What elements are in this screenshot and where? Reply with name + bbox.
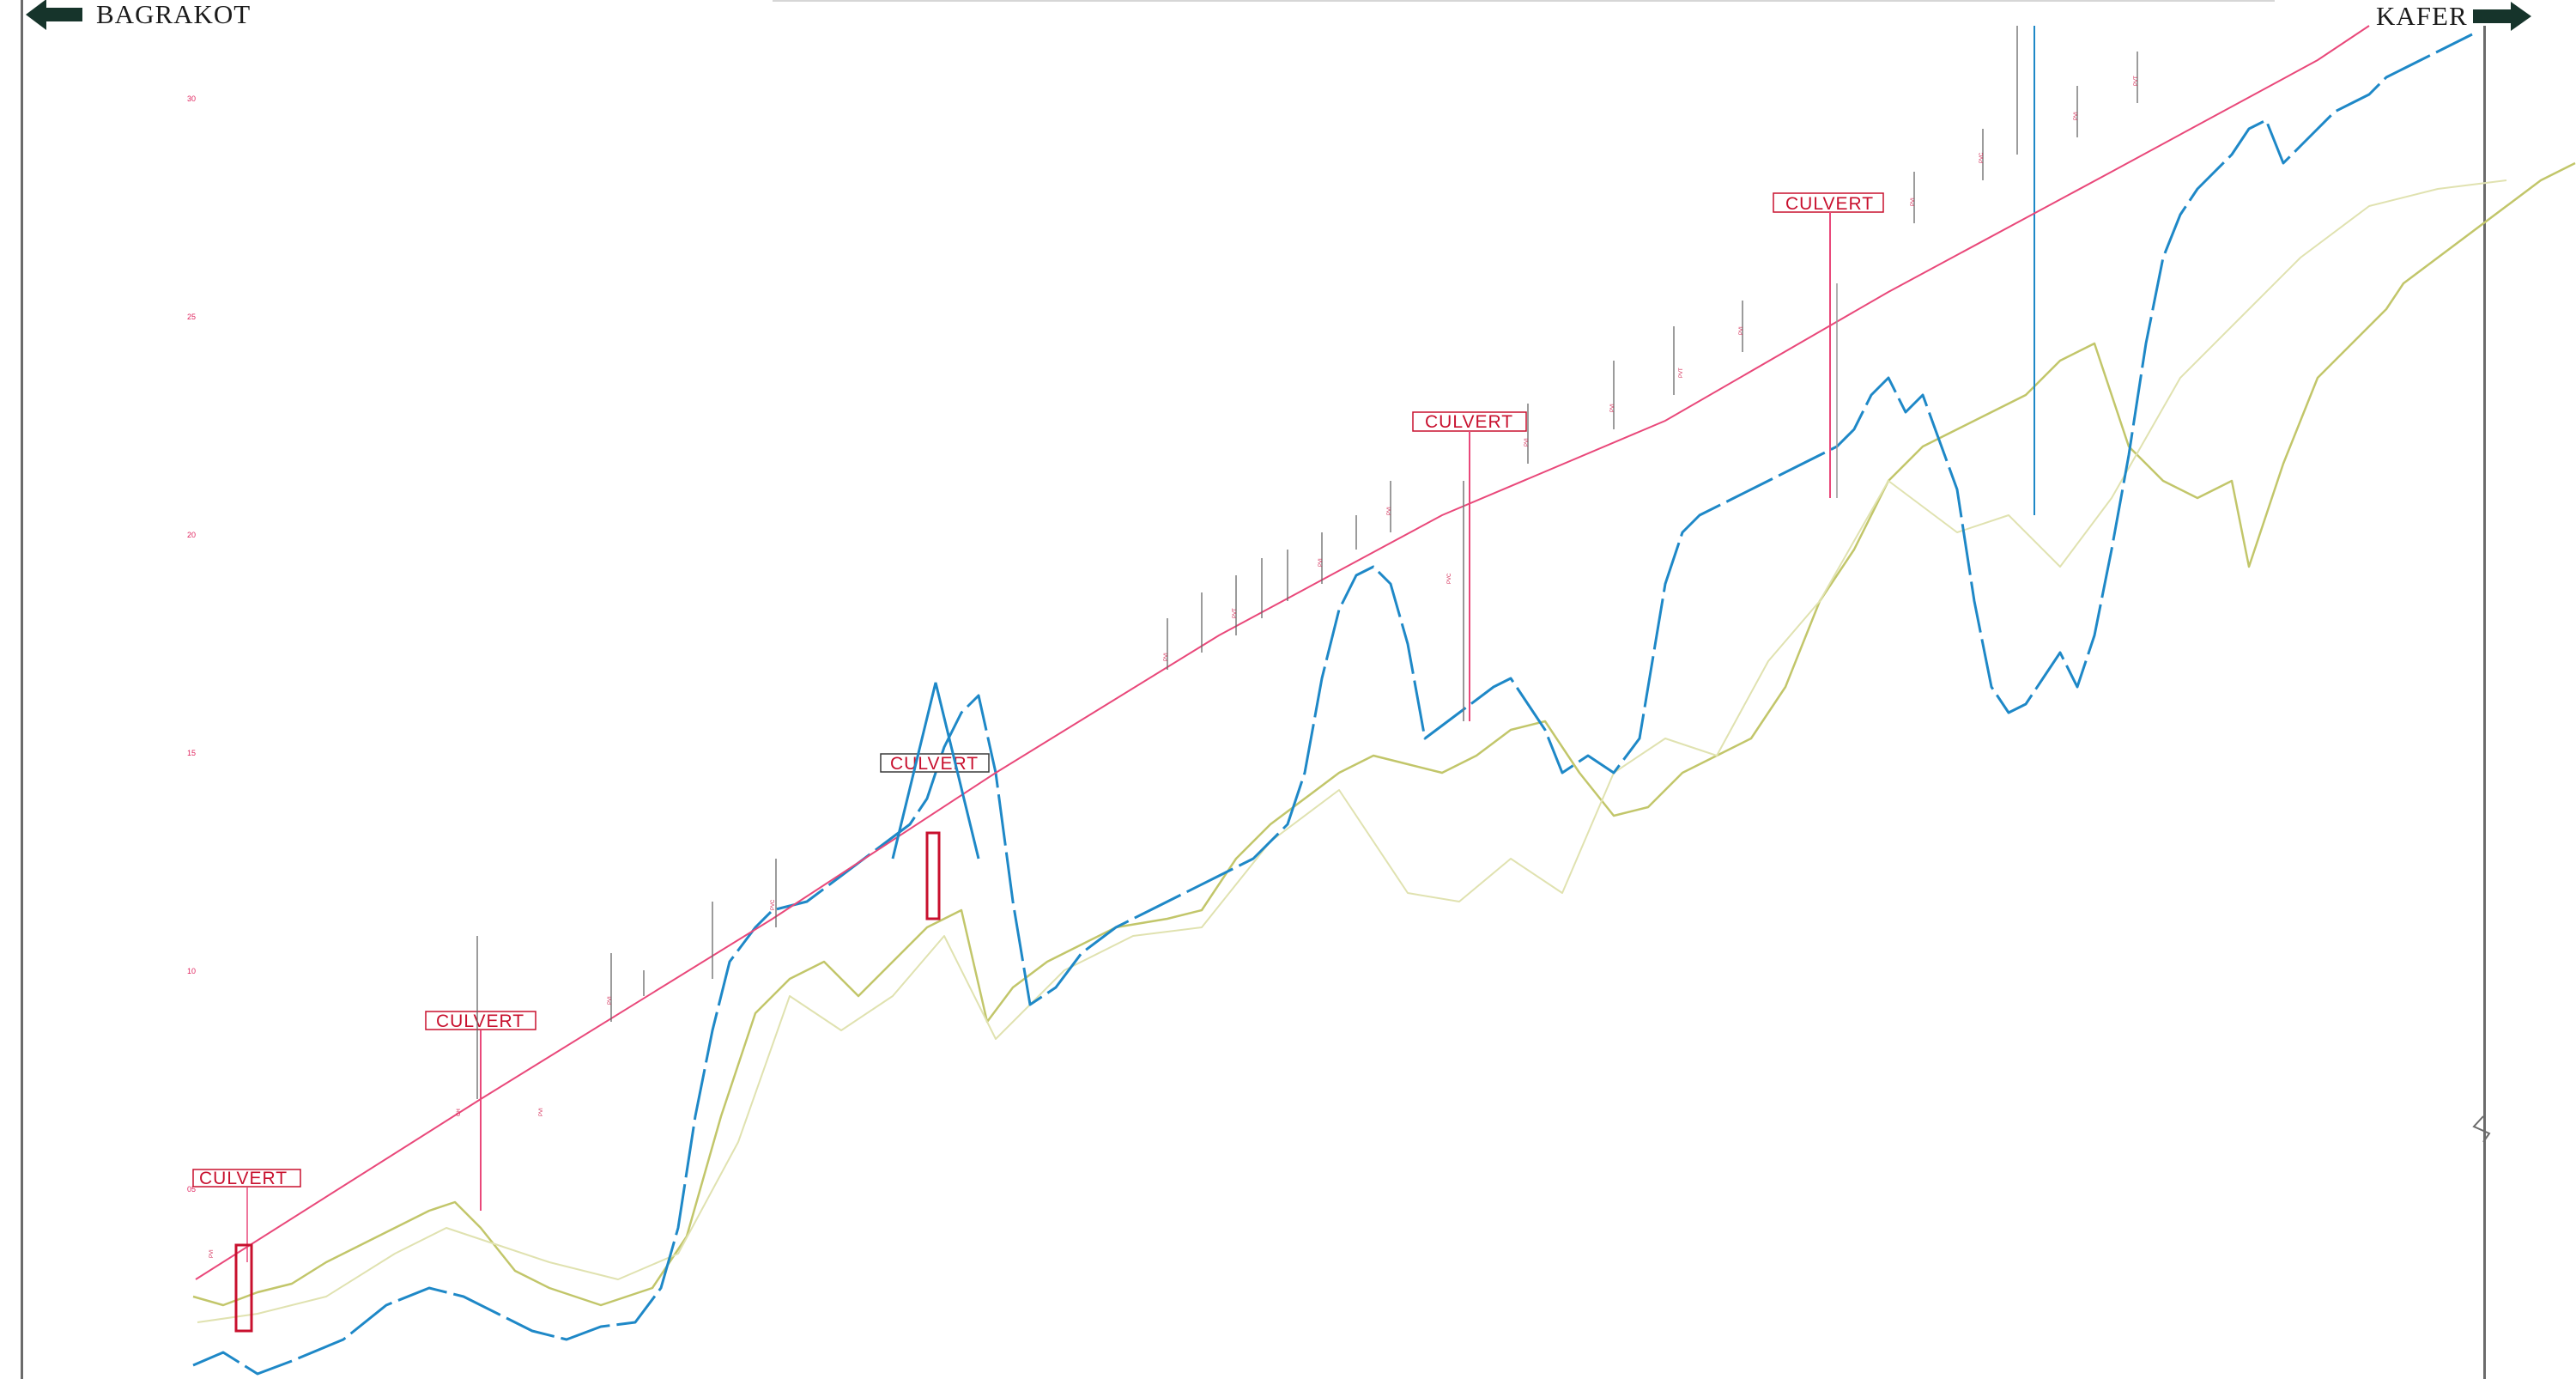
culvert-label: CULVERT bbox=[199, 1169, 288, 1188]
culvert-pipe bbox=[234, 1243, 253, 1333]
culvert-box bbox=[425, 1011, 536, 1030]
annotation-label: PVC bbox=[1979, 152, 1985, 163]
culvert-2: CULVERT bbox=[425, 1011, 536, 1211]
direction-bagrakot: BAGRAKOT bbox=[26, 0, 252, 30]
station-annotations: PVI CH PVI PVI PVC PVI PVT PVI PVI PVC P… bbox=[209, 76, 2139, 1258]
ground-profile-olive bbox=[192, 161, 2576, 1307]
culvert-pipe bbox=[925, 831, 941, 920]
elevation-tick: 15 bbox=[187, 749, 196, 757]
culvert-label: CULVERT bbox=[1785, 194, 1874, 214]
ground-profile-olive-faint bbox=[197, 179, 2507, 1323]
border-notch bbox=[2472, 1115, 2491, 1143]
annotation-label: PVI bbox=[209, 1249, 215, 1258]
sheet-border-left bbox=[21, 0, 23, 1379]
annotation-label: PVI bbox=[1524, 438, 1530, 447]
culvert-label: CULVERT bbox=[436, 1011, 524, 1031]
annotation-label: PVI bbox=[1387, 507, 1392, 515]
annotation-label: PVI bbox=[1911, 197, 1916, 206]
annotation-label: PVI bbox=[608, 996, 613, 1005]
direction-left-label: BAGRAKOT bbox=[96, 0, 252, 29]
culvert-label: CULVERT bbox=[890, 754, 979, 774]
annotation-label: PVI bbox=[1739, 326, 1744, 335]
sheet-border-top bbox=[773, 0, 2275, 2]
culvert-box bbox=[192, 1169, 301, 1188]
ground-profile-blue bbox=[192, 33, 2473, 1376]
sheet-border-right bbox=[2483, 26, 2486, 1379]
direction-right-label: KAFER bbox=[2376, 1, 2468, 31]
elevation-tick: 25 bbox=[187, 313, 196, 321]
elevation-tick: 05 bbox=[187, 1185, 196, 1194]
elevation-tick: 20 bbox=[187, 531, 196, 539]
annotation-label: PVT bbox=[1679, 368, 1684, 378]
grade-line bbox=[195, 25, 2370, 1280]
annotation-label: PVT bbox=[1233, 608, 1238, 618]
culvert-label: CULVERT bbox=[1425, 412, 1513, 432]
annotation-label: PVI bbox=[2074, 112, 2079, 120]
culvert-5: CULVERT bbox=[1773, 192, 1884, 498]
annotation-label: PVI bbox=[1164, 653, 1169, 661]
culvert-box bbox=[1773, 192, 1884, 213]
culvert-1: CULVERT bbox=[192, 1169, 301, 1333]
annotation-label: PVC bbox=[1447, 573, 1452, 584]
elevation-tick: 10 bbox=[187, 967, 196, 975]
annotation-label: CH bbox=[457, 1109, 462, 1116]
annotation-label: PVI bbox=[1610, 404, 1615, 412]
direction-kafer: KAFER bbox=[2376, 1, 2533, 31]
station-markers bbox=[476, 26, 2138, 1099]
annotation-label: PVI bbox=[1318, 558, 1324, 567]
elevation-axis: 30 25 20 15 10 05 bbox=[187, 94, 196, 1194]
elevation-tick: 30 bbox=[187, 94, 196, 103]
arrow-right-icon bbox=[2472, 2, 2533, 31]
culvert-4: CULVERT bbox=[1412, 411, 1527, 721]
annotation-label: PVI bbox=[539, 1108, 544, 1116]
culvert-3: CULVERT bbox=[880, 682, 990, 920]
culvert-box bbox=[880, 753, 990, 773]
annotation-label: PVT bbox=[2134, 76, 2139, 86]
arrow-left-icon bbox=[26, 0, 82, 30]
annotation-label: PVC bbox=[771, 899, 776, 910]
